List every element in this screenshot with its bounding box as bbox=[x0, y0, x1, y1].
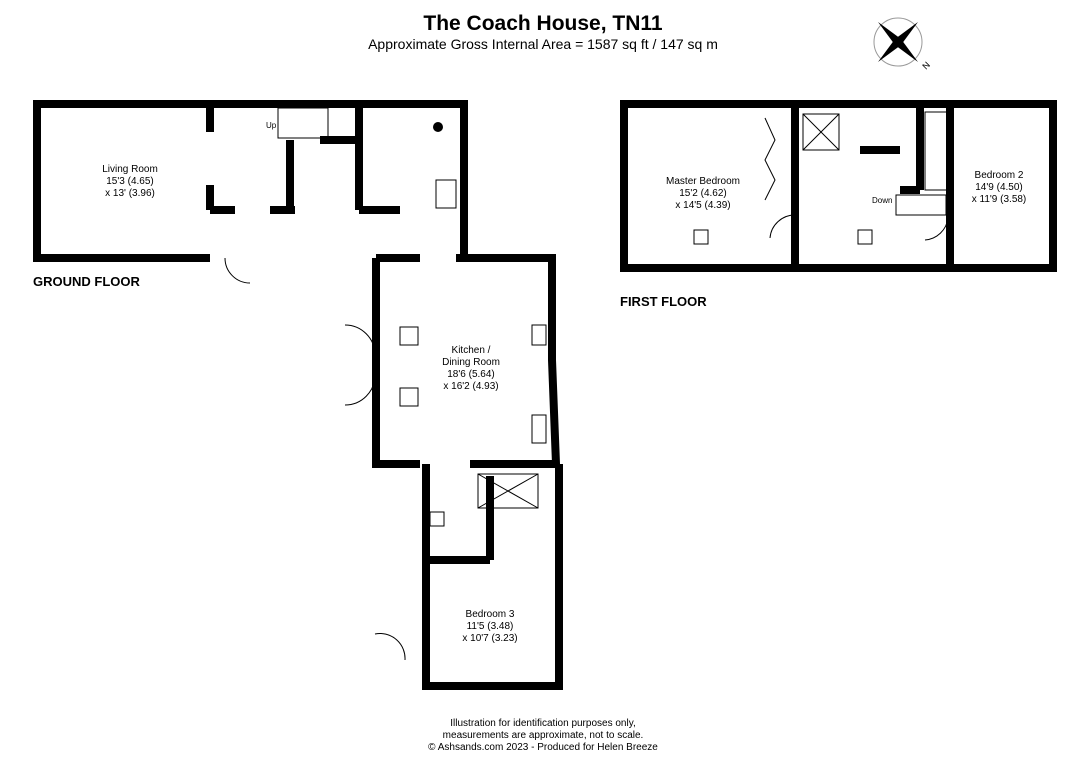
disclaimer-footer: Illustration for identification purposes… bbox=[428, 718, 658, 753]
first-floor-label: FIRST FLOOR bbox=[620, 294, 707, 309]
plan-subtitle: Approximate Gross Internal Area = 1587 s… bbox=[368, 36, 718, 52]
first-floor-details bbox=[693, 111, 949, 245]
ground-floor-walls bbox=[33, 100, 563, 690]
stairs-down-label: Down bbox=[872, 196, 893, 205]
first-floor-walls bbox=[620, 100, 1057, 272]
compass-north-label: N bbox=[920, 60, 932, 72]
stairs-up-label: Up bbox=[266, 121, 277, 130]
compass-rose-icon: N bbox=[873, 17, 932, 72]
plan-title: The Coach House, TN11 bbox=[423, 12, 663, 35]
ground-floor-details bbox=[224, 107, 547, 661]
ground-floor-label: GROUND FLOOR bbox=[33, 274, 140, 289]
